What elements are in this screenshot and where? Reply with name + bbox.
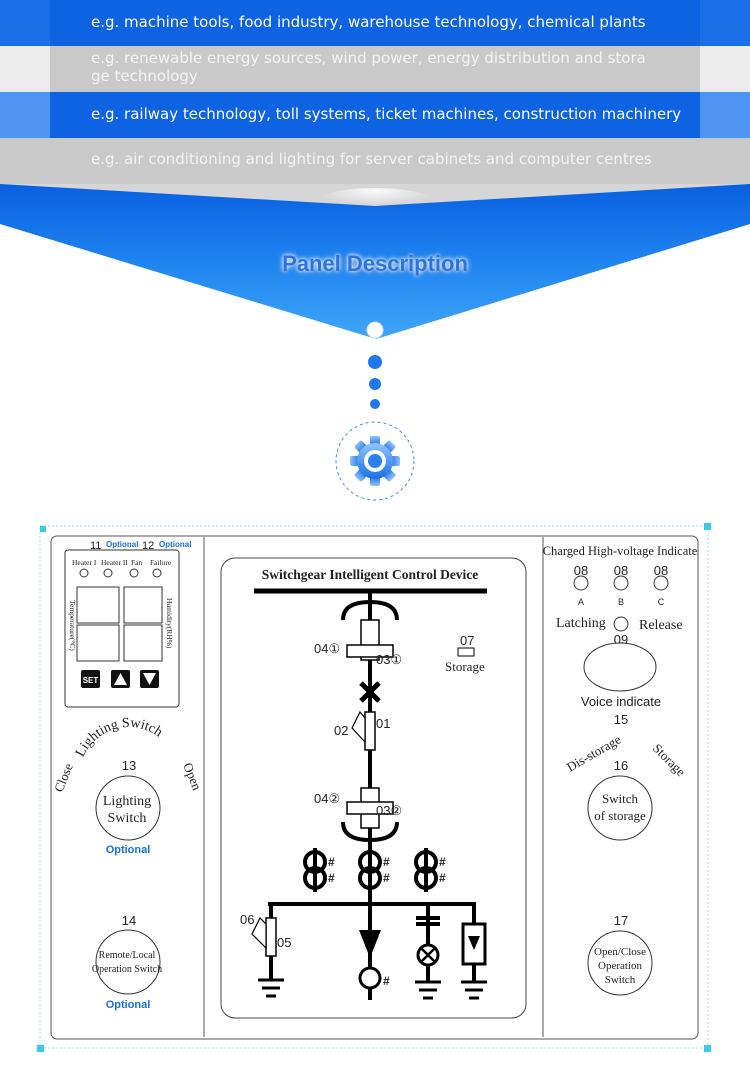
phase-label: B <box>618 597 624 607</box>
release-label: Release <box>639 618 683 633</box>
set-label: SET <box>83 676 99 685</box>
hash-mark: # <box>439 855 446 869</box>
phase-label: A <box>578 597 584 607</box>
voice-indicate-label: Voice indicate <box>581 694 661 709</box>
label-16: 16 <box>614 758 628 773</box>
label-14: 14 <box>122 913 136 928</box>
dot-3 <box>370 399 380 409</box>
open-close-switch <box>587 930 653 996</box>
label-07: 07 <box>460 633 474 648</box>
control-device-title: Switchgear Intelligent Control Device <box>262 567 479 582</box>
lighting-switch-knob <box>95 775 161 841</box>
display-cell <box>123 624 163 662</box>
optional-13: Optional <box>106 844 151 856</box>
label-04b: 04② <box>314 791 340 806</box>
label-01: 01 <box>376 716 390 731</box>
indicator-label: Heater II <box>101 558 128 567</box>
optional-12: Optional <box>159 540 191 549</box>
remote-local-switch <box>95 929 161 995</box>
band-inner: e.g. railway technology, toll systems, t… <box>50 92 700 138</box>
band-inner: e.g. air conditioning and lighting for s… <box>0 138 750 184</box>
label-03a: 03① <box>376 652 402 667</box>
lighting-line1: Lighting <box>103 794 151 809</box>
hash-mark: # <box>439 871 446 885</box>
display-cell <box>123 586 163 624</box>
section-title: Panel Description <box>282 251 468 276</box>
switch-line2: of storage <box>594 808 646 823</box>
hash-mark: # <box>383 974 390 988</box>
chevron-banner <box>0 184 750 339</box>
band-transport: e.g. railway technology, toll systems, t… <box>0 92 750 138</box>
label-04a: 04① <box>314 641 340 656</box>
switch-line1: Switch <box>602 791 639 806</box>
indicator-label: Failure <box>150 558 172 567</box>
remote-line1: Remote/Local <box>99 950 156 961</box>
display-cell <box>76 586 120 624</box>
phase-led <box>573 575 589 591</box>
dot-1 <box>368 355 382 369</box>
breaker-cross-icon <box>359 681 381 703</box>
dot-white <box>366 321 384 339</box>
panel-diagram: 11 Optional 12 Optional Heater I Heater … <box>37 523 711 1052</box>
band-inner: e.g. machine tools, food industry, wareh… <box>50 0 700 46</box>
label-08: 08 <box>654 563 668 578</box>
label-13: 13 <box>122 758 136 773</box>
cable-terminal-icon <box>358 966 382 990</box>
label-17: 17 <box>614 913 628 928</box>
temperature-label: Temperature(°C) <box>68 600 77 651</box>
hash-mark: # <box>383 855 390 869</box>
band-text: e.g. air conditioning and lighting for s… <box>91 150 652 168</box>
label-06: 06 <box>240 912 254 927</box>
indicator-led <box>79 568 89 578</box>
indicator-led <box>129 568 139 578</box>
optional-14: Optional <box>106 999 151 1011</box>
band-energy: e.g. renewable energy sources, wind powe… <box>0 46 750 92</box>
charged-indicate-title: Charged High-voltage Indicate <box>543 544 698 558</box>
band-industry: e.g. machine tools, food industry, wareh… <box>0 0 750 46</box>
voice-speaker <box>583 642 657 692</box>
gear-icon <box>335 421 415 501</box>
phase-led <box>653 575 669 591</box>
set-button <box>81 670 100 688</box>
storage-switch-knob <box>587 775 653 841</box>
arrow-down-icon <box>359 930 381 958</box>
indicator-label: Fan <box>131 558 143 567</box>
band-text-line1: e.g. renewable energy sources, wind powe… <box>91 49 646 67</box>
label-03b: 03② <box>376 803 402 818</box>
latching-label: Latching <box>556 616 606 631</box>
label-08: 08 <box>614 563 628 578</box>
label-02: 02 <box>334 723 348 738</box>
storage-label: Storage <box>445 659 485 674</box>
hash-mark: # <box>328 871 335 885</box>
hash-mark: # <box>383 871 390 885</box>
phase-led <box>613 575 629 591</box>
phase-label: C <box>658 597 665 607</box>
band-text: e.g. railway technology, toll systems, t… <box>91 105 682 123</box>
indicator-label: Heater I <box>72 558 97 567</box>
remote-line2: Operation Switch <box>92 964 162 975</box>
dot-2 <box>369 378 381 390</box>
display-cell <box>76 624 120 662</box>
oc-line3: Switch <box>605 974 636 986</box>
ground-icon <box>258 978 284 998</box>
label-08: 08 <box>574 563 588 578</box>
band-text: e.g. machine tools, food industry, wareh… <box>91 13 646 31</box>
label-05: 05 <box>277 935 291 950</box>
optional-11: Optional <box>106 540 138 549</box>
lighting-line2: Switch <box>108 811 147 826</box>
hash-mark: # <box>328 855 335 869</box>
oc-line2: Operation <box>598 960 642 972</box>
indicator-led <box>152 568 162 578</box>
connector-dots <box>366 321 384 409</box>
label-12: 12 <box>142 540 154 552</box>
label-15: 15 <box>614 712 628 727</box>
indicator-led <box>103 568 113 578</box>
oc-line1: Open/Close <box>594 946 646 958</box>
humidity-label: Humidity(RH%) <box>165 598 174 649</box>
latch-led <box>613 616 629 632</box>
band-text-line2: ge technology <box>91 67 198 85</box>
band-inner: e.g. renewable energy sources, wind powe… <box>50 46 700 92</box>
label-11: 11 <box>90 540 101 552</box>
band-datacentre: e.g. air conditioning and lighting for s… <box>0 138 750 184</box>
